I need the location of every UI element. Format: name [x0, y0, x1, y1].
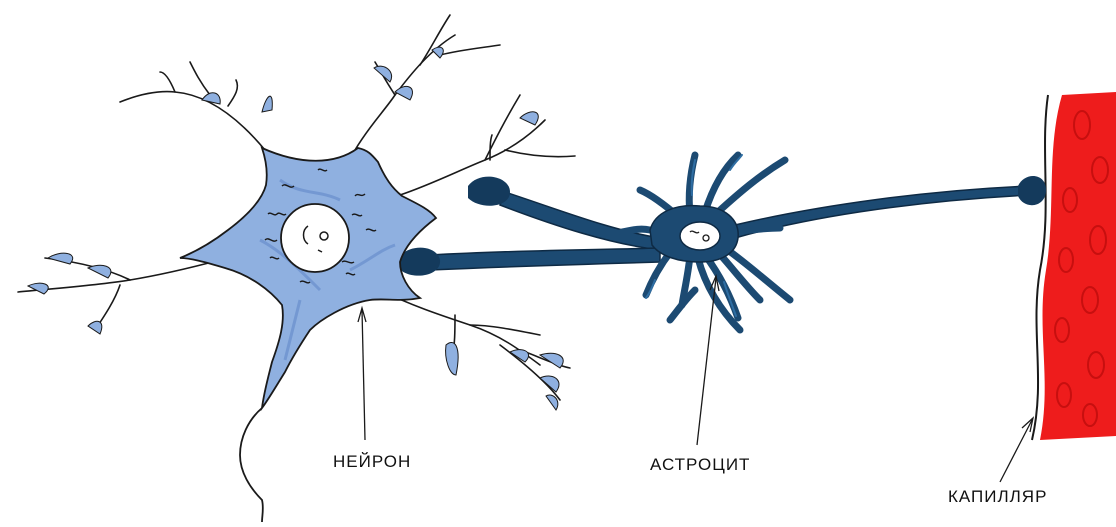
- neuron: [18, 15, 575, 522]
- astrocyte-endfoot-upper: [468, 177, 510, 206]
- astrocyte-process-neuron-lower: [430, 248, 660, 270]
- label-pointers: [358, 276, 1033, 482]
- pointer-neuron: [362, 310, 365, 440]
- pointer-capillary: [1000, 420, 1032, 482]
- label-neuron: НЕЙРОН: [333, 452, 411, 472]
- astrocyte-endfoot-capillary: [1018, 176, 1046, 205]
- label-astrocyte: АСТРОЦИТ: [650, 455, 750, 475]
- neuron-nucleus: [281, 204, 349, 272]
- capillary-body: [1040, 92, 1116, 440]
- astrocyte-nucleus: [680, 222, 720, 250]
- pointer-astrocyte: [697, 278, 716, 445]
- label-capillary: КАПИЛЛЯР: [948, 487, 1047, 507]
- astrocyte-process-neuron-upper: [500, 192, 660, 250]
- capillary: [1032, 92, 1116, 440]
- neuron-axon: [240, 408, 263, 522]
